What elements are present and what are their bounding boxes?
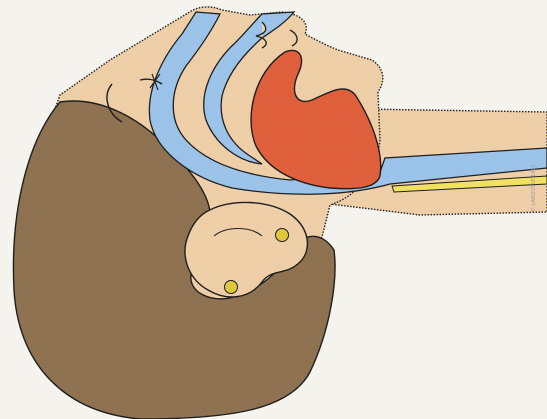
credit-text: © LAROUSSE 1991: [531, 164, 537, 212]
